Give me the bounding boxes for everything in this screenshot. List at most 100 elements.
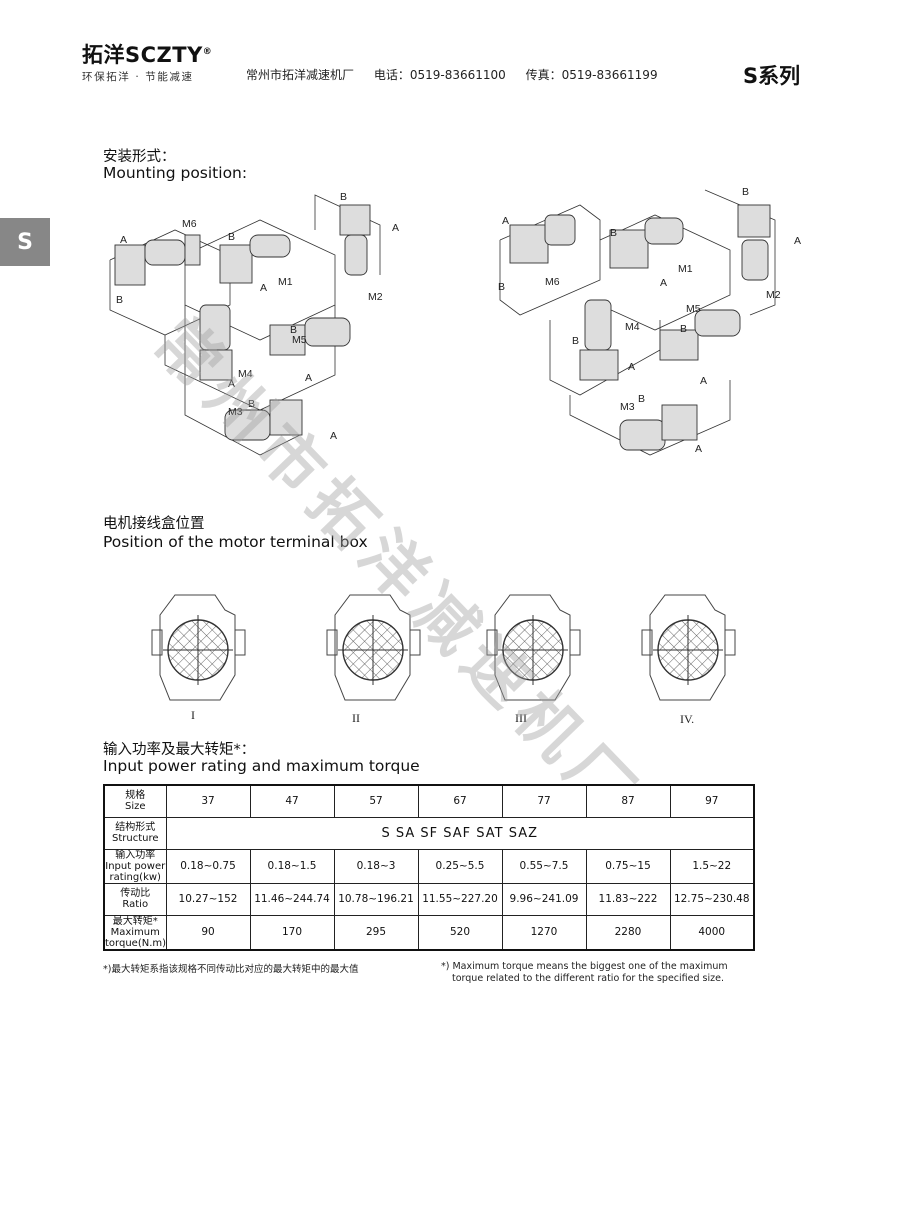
power-title-en: Input power rating and maximum torque	[103, 757, 420, 775]
table-cell: 87	[585, 784, 671, 818]
label-b: B	[116, 294, 123, 306]
label-a: A	[660, 277, 667, 289]
label-a: A	[700, 375, 707, 387]
label-m2: M2	[368, 291, 383, 303]
table-cell: 0.55~7.5	[501, 848, 587, 884]
terminal-label-2: II	[352, 711, 360, 725]
table-cell: 0.75~15	[585, 848, 671, 884]
terminal-box-diagrams	[151, 594, 736, 701]
label-a: A	[260, 282, 267, 294]
label-b: B	[680, 323, 687, 335]
table-cell: 12.75~230.48	[669, 882, 755, 916]
table-cell: 90	[165, 914, 251, 951]
label-b: B	[498, 281, 505, 293]
terminal-box-position-2	[326, 594, 421, 701]
table-cell: 67	[417, 784, 503, 818]
label-m6: M6	[545, 276, 560, 288]
label-m5: M5	[292, 334, 307, 346]
table-cell: 170	[249, 914, 335, 951]
terminal-box-position-1	[151, 594, 246, 701]
label-b: B	[228, 231, 235, 243]
company-fax: 传真：0519-83661199	[525, 68, 658, 82]
terminal-title-cn: 电机接线盒位置	[103, 516, 205, 532]
terminal-label-3: III	[515, 711, 527, 725]
label-m2: M2	[766, 289, 781, 301]
label-m1: M1	[678, 263, 693, 275]
label-b: B	[610, 227, 617, 239]
footnote-en: *) Maximum torque means the biggest one …	[441, 961, 728, 984]
structure-value: S SA SF SAF SAT SAZ	[165, 816, 755, 850]
table-cell: 295	[333, 914, 419, 951]
terminal-box-position-3	[486, 594, 581, 701]
label-a: A	[502, 215, 509, 227]
label-m4: M4	[238, 368, 253, 380]
table-cell: 0.25~5.5	[417, 848, 503, 884]
table-cell: 10.78~196.21	[333, 882, 419, 916]
company-contact-line: 常州市拓洋减速机厂 电话：0519-83661100 传真：0519-83661…	[246, 66, 674, 83]
label-b: B	[742, 186, 749, 198]
table-cell: 11.55~227.20	[417, 882, 503, 916]
table-cell: 2280	[585, 914, 671, 951]
label-a: A	[228, 378, 235, 390]
section-side-tab: S	[0, 218, 50, 266]
terminal-box-position-4	[641, 594, 736, 701]
company-name: 常州市拓洋减速机厂	[246, 68, 355, 82]
label-m6: M6	[182, 218, 197, 230]
label-b: B	[638, 393, 645, 405]
registered-mark: ®	[202, 47, 213, 57]
table-cell: 1.5~22	[669, 848, 755, 884]
terminal-label-1: I	[191, 708, 195, 722]
table-cell: 1270	[501, 914, 587, 951]
footnote-cn: *)最大转矩系指该规格不同传动比对应的最大转矩中的最大值	[103, 964, 359, 975]
table-cell: 97	[669, 784, 755, 818]
mounting-diagram-s: M6 A B B M1 A B A M2 M5 B A M4 A M3 B A	[109, 191, 399, 456]
terminal-title-en: Position of the motor terminal box	[103, 533, 368, 551]
label-a: A	[695, 443, 702, 455]
label-a: A	[330, 430, 337, 442]
table-cell: 0.18~0.75	[165, 848, 251, 884]
series-title: S系列	[743, 64, 801, 88]
label-a: A	[392, 222, 399, 234]
table-cell: 10.27~152	[165, 882, 251, 916]
table-cell: 520	[417, 914, 503, 951]
table-cell: 57	[333, 784, 419, 818]
label-a: A	[120, 234, 127, 246]
table-cell: 77	[501, 784, 587, 818]
label-m1: M1	[278, 276, 293, 288]
table-cell: 11.83~222	[585, 882, 671, 916]
logo-name: 拓洋SCZTY®	[82, 43, 213, 67]
table-cell: 11.46~244.74	[249, 882, 335, 916]
table-cell: 9.96~241.09	[501, 882, 587, 916]
table-cell: 47	[249, 784, 335, 818]
terminal-label-4: IV.	[680, 712, 695, 726]
label-a: A	[794, 235, 801, 247]
label-b: B	[290, 324, 297, 336]
label-m5: M5	[686, 303, 701, 315]
table-cell: 37	[165, 784, 251, 818]
label-m3: M3	[620, 401, 635, 413]
company-logo: 拓洋SCZTY® 环保拓洋 · 节能减速	[82, 40, 212, 84]
table-cell: 0.18~1.5	[249, 848, 335, 884]
label-m3: M3	[228, 406, 243, 418]
label-b: B	[340, 191, 347, 203]
mounting-title-en: Mounting position:	[103, 164, 248, 182]
mounting-diagram-sa: A M6 B B M1 A B A M2 M5 B A M4 B A M3 B …	[498, 186, 801, 456]
table-cell: 0.18~3	[333, 848, 419, 884]
label-m4: M4	[625, 321, 640, 333]
label-b: B	[572, 335, 579, 347]
logo-slogan: 环保拓洋 · 节能减速	[82, 71, 194, 83]
company-phone: 电话：0519-83661100	[373, 68, 506, 82]
label-a: A	[628, 361, 635, 373]
mounting-title-cn: 安装形式：	[103, 149, 176, 165]
power-title-cn: 输入功率及最大转矩*：	[103, 742, 256, 758]
